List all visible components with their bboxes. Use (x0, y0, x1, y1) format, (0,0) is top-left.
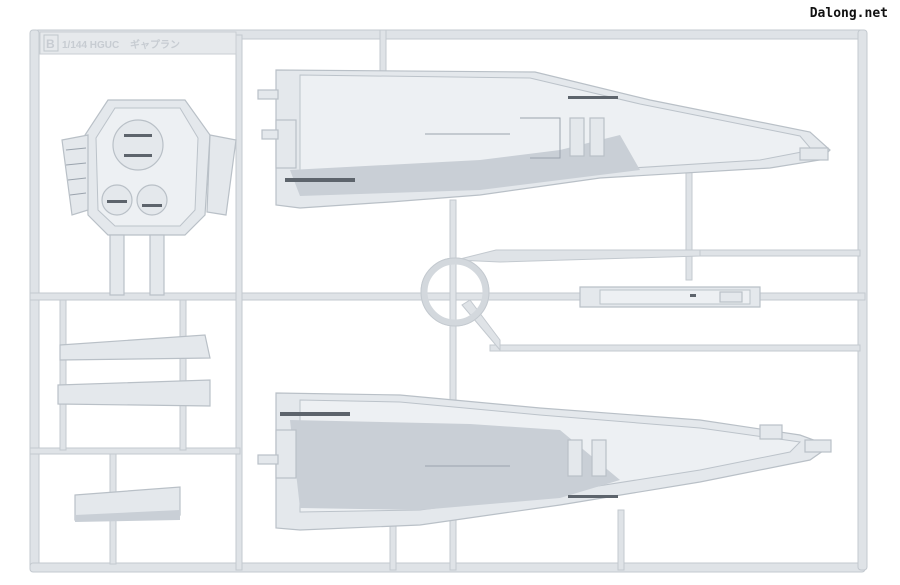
watermark-text: Dalong.net (809, 6, 888, 21)
sprue-kit-name: ギャプラン (130, 38, 180, 51)
lower-wing-part (257, 392, 832, 531)
center-right-part (579, 286, 761, 308)
sprue-letter: B (46, 37, 55, 51)
sprue-label-plate: B 1/144 HGUC ギャプラン (39, 31, 237, 55)
upper-wing-part (257, 69, 831, 209)
sprue-scale-label: 1/144 HGUC (62, 40, 119, 51)
inner-runners (29, 29, 866, 571)
center-ring-gate (420, 257, 490, 327)
hex-backpack-part (61, 99, 237, 296)
small-panel-parts (57, 334, 211, 522)
